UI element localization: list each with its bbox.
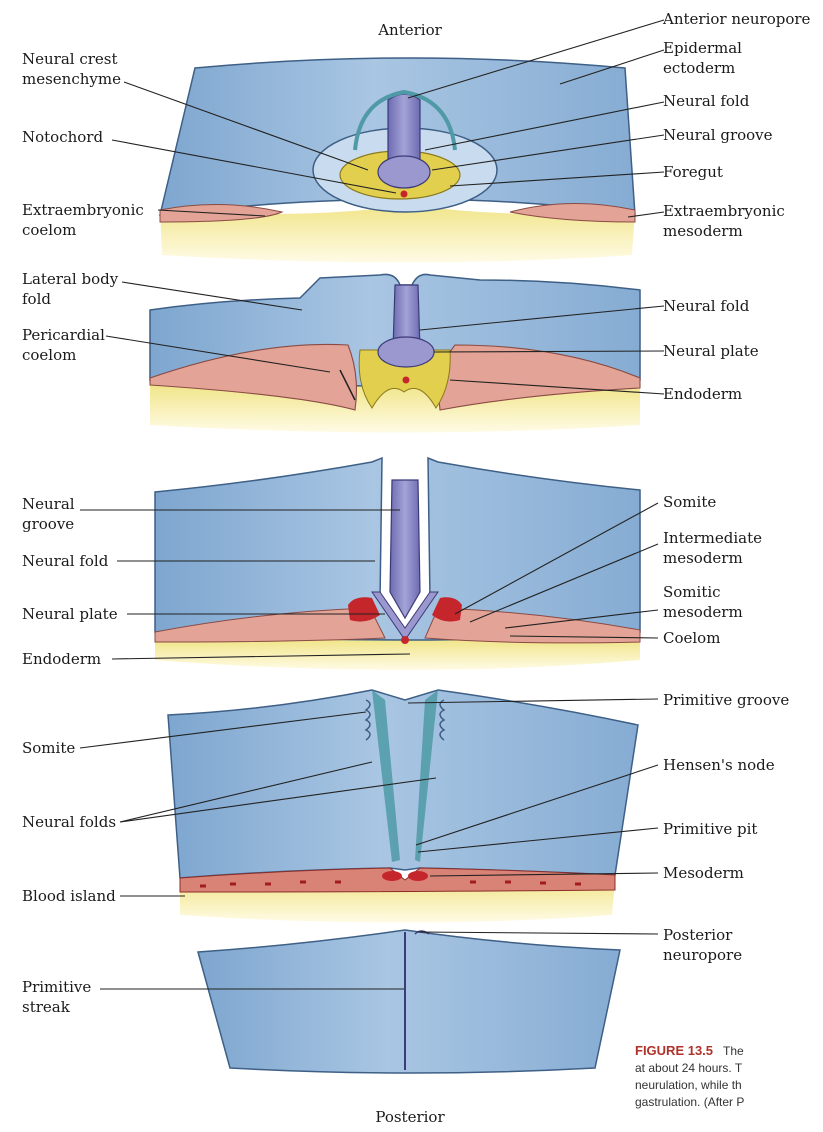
label-mesoderm-3a: mesoderm — [663, 549, 743, 567]
caption-line-1-rest: The — [723, 1044, 744, 1058]
label-hensens-node: Hensen's node — [663, 756, 775, 774]
label-streak: streak — [22, 998, 71, 1016]
panel1-neural-floor — [378, 156, 430, 188]
label-neural-fold-2: Neural fold — [663, 297, 750, 315]
panel4-surface-sheet — [168, 690, 638, 878]
label-mesoderm-3b: mesoderm — [663, 603, 743, 621]
label-endoderm-2: Endoderm — [663, 385, 742, 403]
label-fold: fold — [22, 290, 51, 308]
figure-caption: FIGURE 13.5 The at about 24 hours. T neu… — [635, 1042, 823, 1132]
panel5-surface-sheet — [198, 930, 620, 1073]
label-somitic: Somitic — [663, 583, 721, 601]
label-neural-folds-4: Neural folds — [22, 813, 116, 831]
label-mesoderm-1: mesoderm — [663, 222, 743, 240]
panel2-neural-plate — [378, 337, 434, 367]
label-primitive-pit: Primitive pit — [663, 820, 757, 838]
label-ectoderm: ectoderm — [663, 59, 735, 77]
panel3-notochord — [401, 636, 409, 644]
label-neural-plate-3: Neural plate — [22, 605, 118, 623]
label-somite-4: Somite — [22, 739, 75, 757]
label-neuropore: neuropore — [663, 946, 742, 964]
panel3-neural-groove-wall — [390, 480, 420, 618]
panel3-yolk — [155, 640, 640, 670]
label-extraembryonic-left: Extraembryonic — [22, 201, 144, 219]
label-neural-3: Neural — [22, 495, 75, 513]
panel-3-somite-stage — [155, 458, 640, 670]
label-pericardial: Pericardial — [22, 326, 105, 344]
label-endoderm-3: Endoderm — [22, 650, 101, 668]
label-primitive: Primitive — [22, 978, 91, 996]
caption-line-3: neurulation, while th — [635, 1077, 823, 1094]
panel-5-primitive-streak-stage — [198, 930, 620, 1073]
label-lateral-body: Lateral body — [22, 270, 119, 288]
label-anterior-neuropore: Anterior neuropore — [662, 10, 811, 28]
label-extraembryonic-right: Extraembryonic — [663, 202, 785, 220]
label-mesoderm-4: Mesoderm — [663, 864, 744, 882]
label-neural-fold-1: Neural fold — [663, 92, 750, 110]
label-coelom-left: coelom — [22, 221, 76, 239]
panel1-notochord — [401, 191, 408, 198]
panel2-notochord — [403, 377, 410, 384]
caption-line-1: FIGURE 13.5 The — [635, 1042, 823, 1060]
panel-1-headfold-stage — [160, 58, 635, 263]
label-neural-groove-1: Neural groove — [663, 126, 773, 144]
anterior-label: Anterior — [377, 21, 442, 39]
label-posterior: Posterior — [663, 926, 733, 944]
label-neural-fold-3: Neural fold — [22, 552, 109, 570]
label-neural-crest: Neural crest — [22, 50, 118, 68]
label-neural-plate-2: Neural plate — [663, 342, 759, 360]
caption-line-2: at about 24 hours. T — [635, 1060, 823, 1077]
caption-line-4: gastrulation. (After P — [635, 1094, 823, 1111]
posterior-label: Posterior — [375, 1108, 445, 1126]
figure-number: FIGURE 13.5 — [635, 1043, 713, 1058]
label-mesenchyme: mesenchyme — [22, 70, 121, 88]
label-groove-3: groove — [22, 515, 74, 533]
panel4-left-node-mesoderm — [382, 871, 402, 881]
label-somite-3: Somite — [663, 493, 716, 511]
label-blood-island: Blood island — [22, 887, 116, 905]
label-primitive-groove: Primitive groove — [663, 691, 789, 709]
panel4-right-node-mesoderm — [408, 871, 428, 881]
label-intermediate: Intermediate — [663, 529, 762, 547]
label-coelom-3: Coelom — [663, 629, 720, 647]
label-foregut: Foregut — [663, 163, 723, 181]
label-notochord: Notochord — [22, 128, 103, 146]
label-epidermal: Epidermal — [663, 39, 742, 57]
panel-4-primitive-groove-stage — [168, 690, 638, 923]
label-coelom-2: coelom — [22, 346, 76, 364]
